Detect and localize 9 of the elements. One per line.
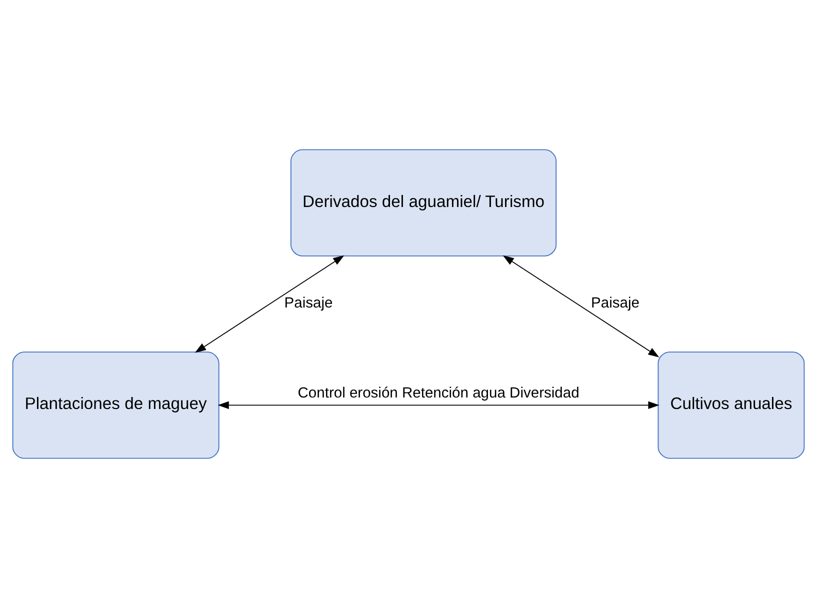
node-box: Plantaciones de maguey xyxy=(12,351,220,458)
node-box: Cultivos anuales xyxy=(658,351,805,458)
edge-label: Paisaje xyxy=(284,295,333,312)
edge-label: Paisaje xyxy=(591,295,640,312)
arrow xyxy=(218,400,660,409)
edge-label: Control erosión Retención agua Diversidad xyxy=(298,385,580,402)
arrow xyxy=(502,254,660,357)
node-box: Derivados del aguamiel/ Turismo xyxy=(290,148,557,256)
arrow xyxy=(194,254,344,352)
